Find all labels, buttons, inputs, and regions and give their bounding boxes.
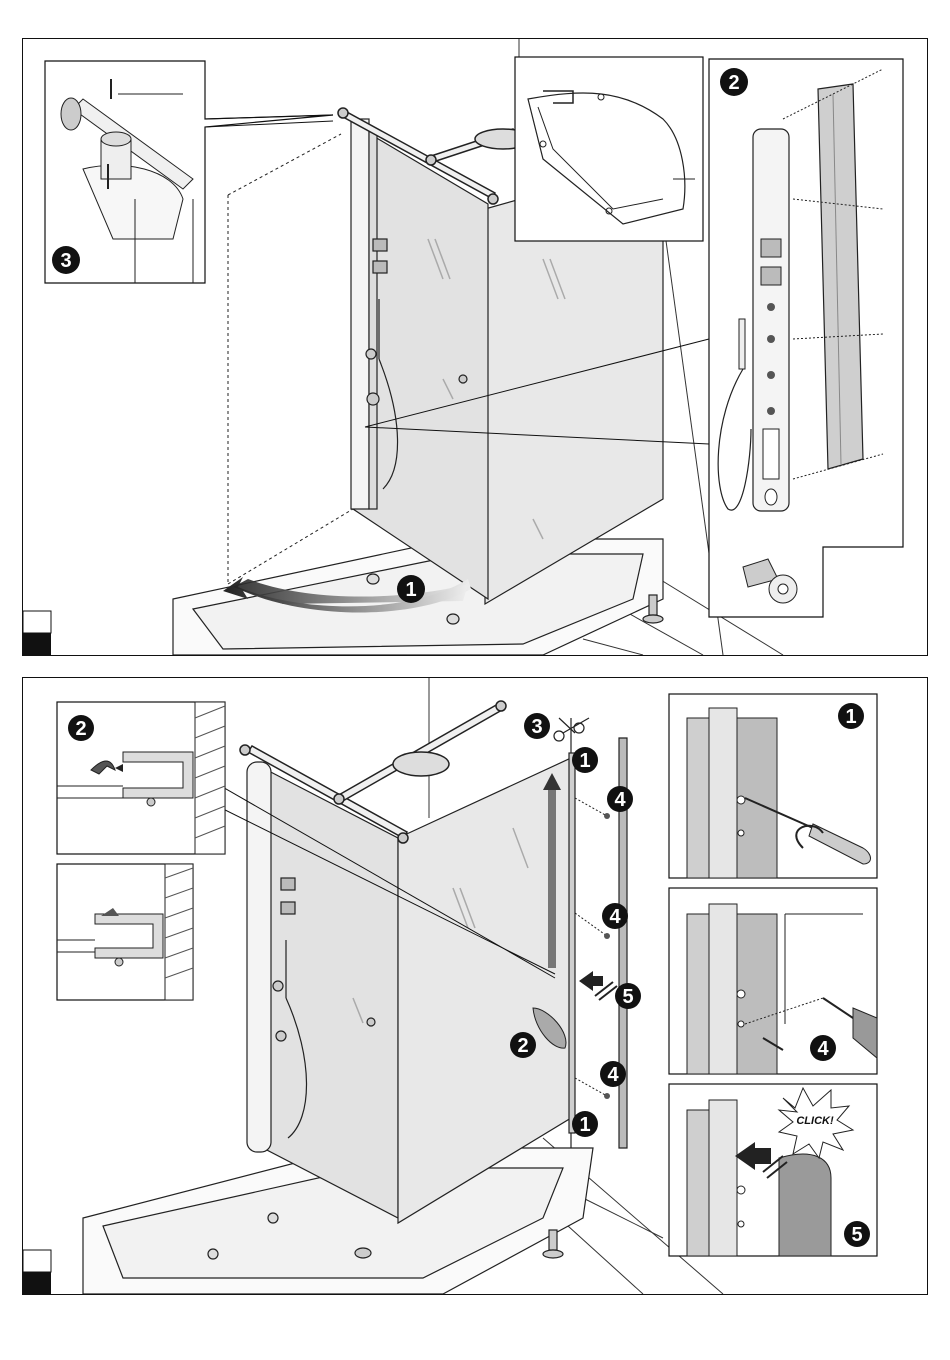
page-marker-light <box>23 611 51 633</box>
callout-screw-bottom: 4 <box>600 1061 626 1087</box>
callout-inset-screwdriver: 1 <box>838 703 864 729</box>
click-label: CLICK! <box>796 1115 834 1127</box>
page-marker-dark-bottom <box>23 1272 51 1294</box>
inset-bracket-detail <box>45 61 333 283</box>
callout-inset-drill: 4 <box>810 1035 836 1061</box>
svg-text:2: 2 <box>728 72 739 94</box>
callout-profile-step: 2 <box>720 68 748 96</box>
inset-profile-section <box>515 57 703 241</box>
inset-seal-after <box>57 864 193 1000</box>
screw-guides <box>575 798 607 1096</box>
callout-screw-top: 4 <box>607 786 633 812</box>
svg-text:4: 4 <box>614 789 626 811</box>
page-marker-light-bottom <box>23 1250 51 1272</box>
svg-text:5: 5 <box>851 1224 862 1246</box>
callout-cut: 3 <box>524 713 550 739</box>
callout-arc-step: 1 <box>397 575 425 603</box>
callout-screw-mid: 4 <box>602 903 628 929</box>
svg-text:1: 1 <box>845 706 856 728</box>
assembly-step-panel-top: 1 3 <box>22 38 928 656</box>
assembly-step-panel-bottom: 3 1 4 4 5 2 4 1 2 <box>22 677 928 1295</box>
svg-text:1: 1 <box>579 1114 590 1136</box>
screws <box>604 813 610 1099</box>
svg-text:2: 2 <box>517 1035 528 1057</box>
svg-text:4: 4 <box>607 1064 619 1086</box>
bottom-illustration: 3 1 4 4 5 2 4 1 2 <box>23 678 927 1294</box>
svg-text:1: 1 <box>579 750 590 772</box>
top-illustration: 1 3 <box>23 39 927 655</box>
callout-cover: 5 <box>615 983 641 1009</box>
callout-profile-top: 1 <box>572 747 598 773</box>
svg-text:3: 3 <box>531 716 542 738</box>
callout-inset-click: 5 <box>844 1221 870 1247</box>
svg-text:5: 5 <box>622 986 633 1008</box>
callout-bracket-step: 3 <box>52 246 80 274</box>
push-arrow <box>579 971 617 1000</box>
callout-seal-detail: 2 <box>68 715 94 741</box>
page-marker-dark <box>23 633 51 655</box>
callout-seal: 2 <box>510 1032 536 1058</box>
svg-text:1: 1 <box>405 579 416 601</box>
svg-text:3: 3 <box>60 250 71 272</box>
svg-text:2: 2 <box>75 718 86 740</box>
callout-profile-bottom: 1 <box>572 1111 598 1137</box>
svg-text:4: 4 <box>817 1038 829 1060</box>
inset-drill <box>669 888 877 1074</box>
glass-panel-side <box>263 768 398 1218</box>
svg-text:4: 4 <box>609 906 621 928</box>
dashed-guide <box>228 134 353 584</box>
